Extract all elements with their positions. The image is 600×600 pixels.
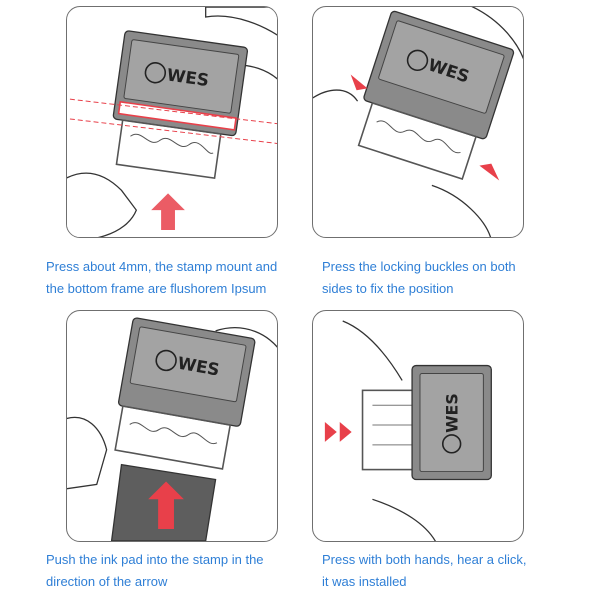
hand-illustration bbox=[215, 327, 277, 348]
step-2-caption: Press the locking buckles on both sides … bbox=[322, 256, 582, 300]
stamp-press-illustration: WES bbox=[67, 7, 277, 237]
red-arrow-icon bbox=[148, 481, 184, 530]
step-3-caption: Push the ink pad into the stamp in the d… bbox=[46, 549, 306, 593]
caption-line: it was installed bbox=[322, 574, 407, 589]
caption-line: direction of the arrow bbox=[46, 574, 168, 589]
hand-illustration bbox=[431, 184, 492, 237]
red-arrow-icon bbox=[350, 74, 368, 91]
hand-illustration bbox=[205, 7, 277, 36]
red-arrow-icon bbox=[479, 163, 500, 181]
bottom-frame bbox=[115, 119, 222, 179]
caption-line: Press with both hands, hear a click, bbox=[322, 552, 527, 567]
s-swirl-logo bbox=[406, 49, 429, 72]
red-arrow-icon bbox=[324, 422, 337, 442]
step-4-caption: Press with both hands, hear a click, it … bbox=[322, 549, 582, 593]
red-arrow-icon bbox=[151, 193, 185, 230]
hand-illustration bbox=[372, 498, 436, 541]
step-1-illustration: WES bbox=[66, 6, 278, 238]
step-1-caption: Press about 4mm, the stamp mount and the… bbox=[46, 256, 306, 300]
stamp-lock-illustration: WES bbox=[313, 7, 523, 237]
red-arrow-icon bbox=[339, 422, 352, 442]
ink-pad-insert-illustration: WES bbox=[67, 317, 277, 541]
hand-illustration bbox=[471, 7, 523, 60]
bottom-frame bbox=[357, 101, 478, 181]
caption-line: Push the ink pad into the stamp in the bbox=[46, 552, 264, 567]
bottom-frame bbox=[114, 405, 232, 470]
step-2-illustration: WES bbox=[312, 6, 524, 238]
s-swirl-logo bbox=[441, 434, 462, 454]
brand-logo-text: WES bbox=[443, 393, 462, 433]
guide-line bbox=[67, 98, 277, 125]
stamp-install-illustration: WES bbox=[324, 320, 492, 541]
guide-line bbox=[67, 118, 277, 144]
caption-line: the bottom frame are flushorem Ipsum bbox=[46, 281, 267, 296]
caption-line: Press the locking buckles on both bbox=[322, 259, 516, 274]
step-4-illustration: WES bbox=[312, 310, 524, 542]
caption-line: sides to fix the position bbox=[322, 281, 454, 296]
hand-illustration bbox=[67, 172, 138, 237]
s-swirl-logo bbox=[155, 349, 177, 372]
caption-line: Press about 4mm, the stamp mount and bbox=[46, 259, 278, 274]
hand-illustration bbox=[342, 320, 403, 381]
hand-illustration bbox=[67, 416, 108, 490]
stamp-window bbox=[117, 100, 237, 131]
s-swirl-logo bbox=[144, 62, 167, 84]
step-3-illustration: WES bbox=[66, 310, 278, 542]
